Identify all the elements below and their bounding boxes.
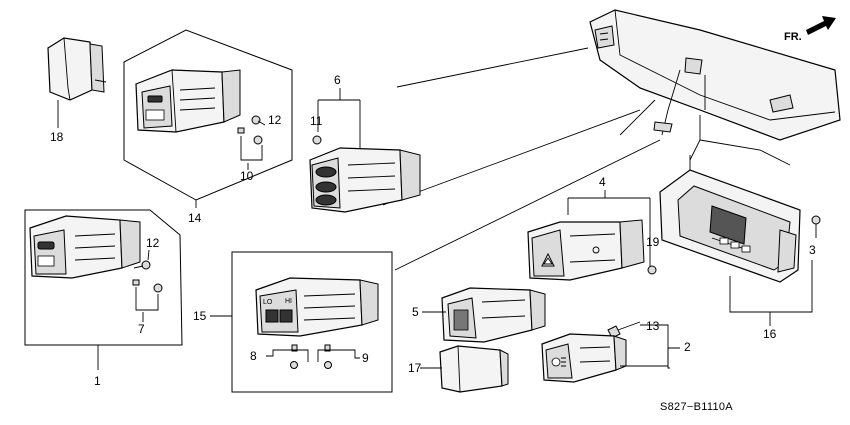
callout-2: 2 — [684, 340, 691, 354]
callout-16: 16 — [763, 327, 777, 341]
callout-14: 14 — [188, 211, 202, 225]
bulb-8 — [290, 344, 298, 369]
part-2-fog-switch — [541, 333, 627, 383]
diagram-code: S827−B1110A — [660, 401, 733, 413]
callout-9: 9 — [362, 351, 369, 365]
callout-12-top: 12 — [268, 113, 282, 127]
callout-5: 5 — [412, 305, 419, 319]
screw-11 — [312, 135, 322, 145]
leader-line — [394, 139, 661, 271]
screw-12-left — [133, 260, 151, 270]
callout-1: 1 — [94, 374, 101, 388]
bulb-9 — [324, 344, 332, 369]
callout-3: 3 — [809, 243, 816, 257]
front-direction-label: FR. — [784, 31, 802, 43]
part-5-switch-housing — [441, 287, 546, 343]
dashboard-illustration — [589, 9, 841, 166]
part-17-blank-cover — [439, 345, 509, 393]
part-15-switch: LO HI — [255, 277, 379, 337]
leader-line — [382, 109, 641, 206]
switch-hi-label: HI — [285, 298, 292, 305]
group-box-15 — [231, 251, 393, 393]
part-16-center-bezel — [659, 169, 801, 283]
leader-line — [396, 47, 589, 88]
callout-8: 8 — [250, 349, 257, 363]
part-1-switch — [29, 215, 141, 279]
callout-19: 19 — [646, 235, 660, 249]
screw-3 — [811, 215, 821, 238]
part-4-switch — [527, 219, 645, 281]
callout-10: 10 — [240, 169, 254, 183]
screw-19 — [647, 265, 657, 275]
front-direction-arrow: FR. — [784, 16, 836, 43]
callout-7: 7 — [138, 322, 145, 336]
callout-11: 11 — [310, 114, 323, 128]
callout-13: 13 — [646, 319, 660, 333]
switch-lo-label: LO — [263, 299, 273, 306]
part-18-cover — [47, 37, 107, 101]
callout-18: 18 — [50, 130, 64, 144]
screw-10 — [237, 127, 263, 145]
group-box-14 — [123, 29, 293, 201]
screw-7 — [132, 279, 163, 293]
callout-4: 4 — [599, 175, 606, 189]
callout-12-left: 12 — [146, 236, 160, 250]
group-box-1 — [24, 209, 183, 346]
part-14-switch — [135, 69, 241, 133]
part-6-switch — [309, 147, 421, 213]
callout-6: 6 — [334, 73, 341, 87]
callout-17: 17 — [408, 361, 422, 375]
screw-12-top — [251, 115, 266, 126]
callout-15: 15 — [193, 309, 207, 323]
